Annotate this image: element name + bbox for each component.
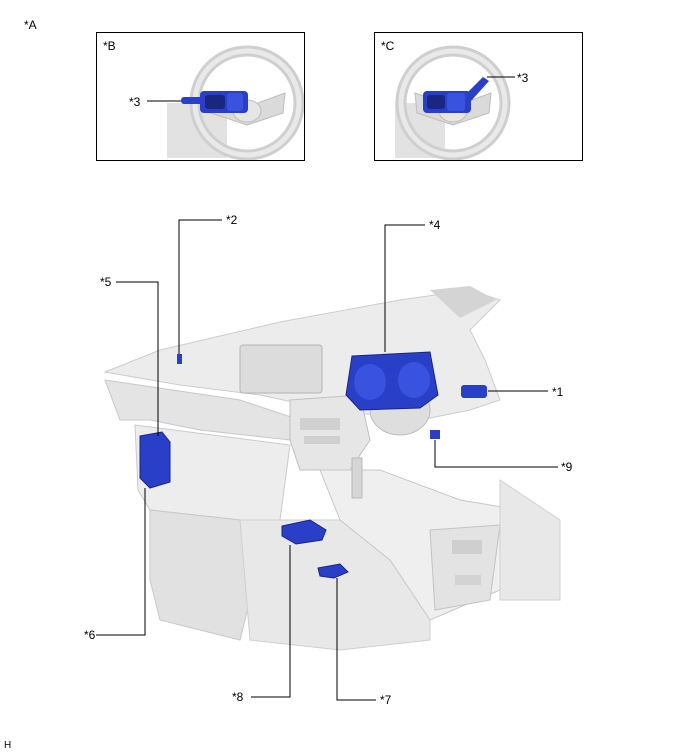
view-label-a: *A [24, 18, 37, 32]
combination-switch-b [181, 91, 248, 113]
component-7 [317, 563, 349, 579]
callout-8: *8 [232, 690, 244, 704]
inset-c-label: *C [381, 39, 395, 53]
callout-7: *7 [380, 693, 392, 707]
meter-assembly [345, 351, 439, 411]
callout-5: *5 [100, 275, 112, 289]
component-2 [177, 354, 182, 364]
callout-6: *6 [84, 628, 96, 642]
callout-4: *4 [429, 218, 441, 232]
figure-code: H [4, 740, 12, 751]
component-8 [281, 519, 327, 545]
steering-wheel-illustration-c [395, 45, 515, 160]
inset-b: *B *3 [96, 32, 305, 161]
callout-1: *1 [552, 385, 564, 399]
callout-2: *2 [226, 213, 238, 227]
callout-9: *9 [561, 460, 573, 474]
steering-wheel-illustration-b [147, 45, 304, 160]
component-9 [430, 430, 440, 439]
inset-b-label: *B [103, 39, 116, 53]
inset-c-callout: *3 [517, 71, 529, 85]
component-1 [461, 385, 487, 398]
combination-switch-c [423, 77, 489, 113]
inset-b-callout: *3 [129, 95, 141, 109]
inset-c: *C *3 [374, 32, 583, 161]
component-5-6 [139, 431, 171, 489]
